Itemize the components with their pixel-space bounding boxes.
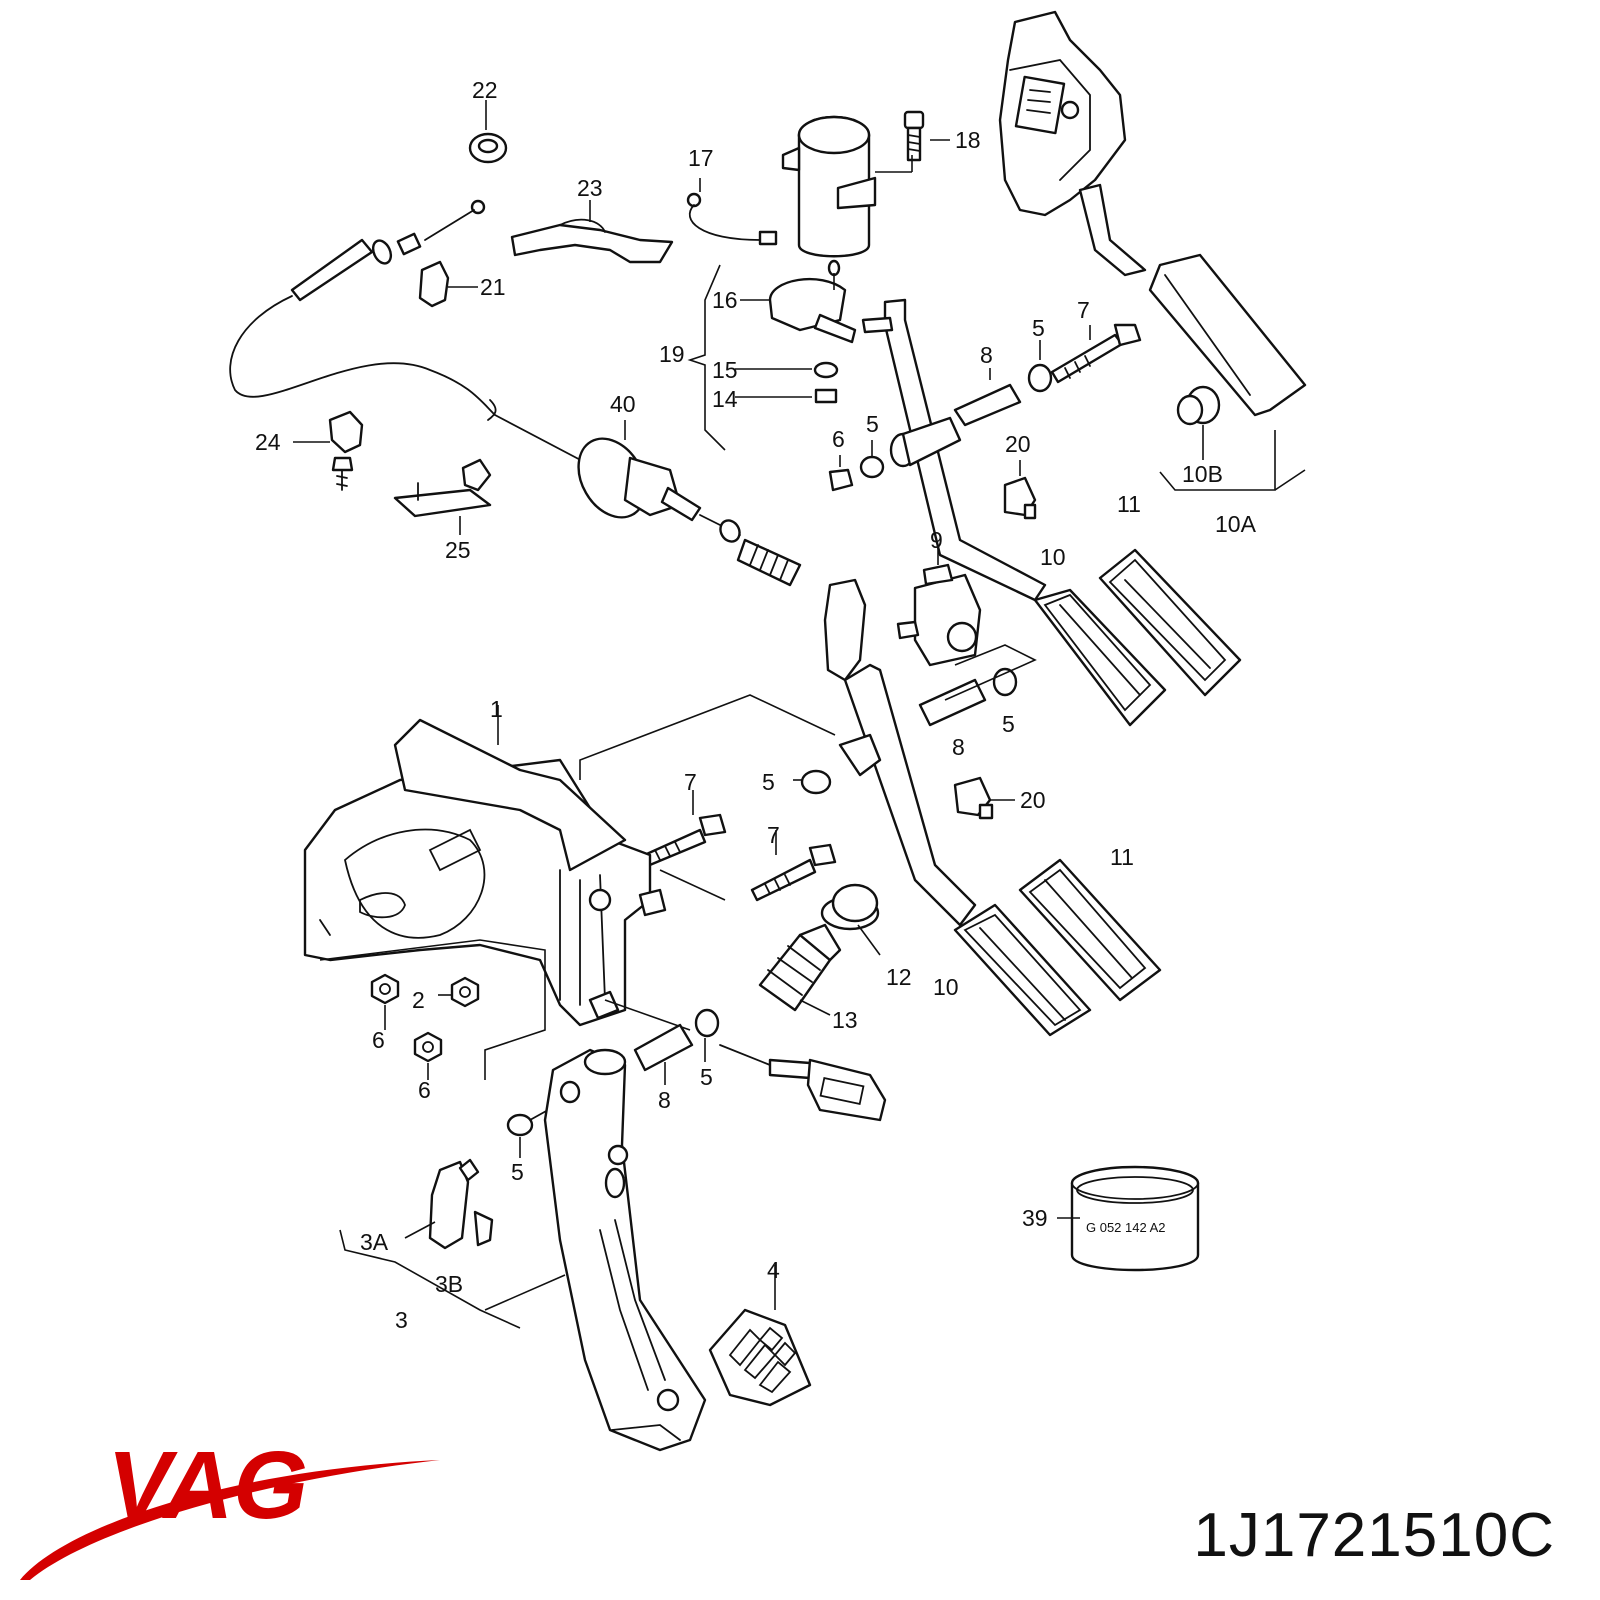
reinforcement-ring-39: G 052 142 A2: [1057, 1165, 1200, 1272]
bolt-7-lower-b: [750, 830, 837, 902]
callout-8b: 8: [952, 734, 965, 760]
callout-39: 39: [1022, 1205, 1048, 1231]
brake-pedal-arm: [543, 1048, 707, 1452]
callout-10A: 10A: [1215, 511, 1257, 537]
callout-10b: 10: [933, 974, 959, 1000]
callout-5f: 5: [511, 1159, 524, 1185]
callout-11b: 11: [1110, 844, 1134, 870]
callout-16: 16: [712, 287, 738, 313]
callout-20b: 20: [1020, 787, 1046, 813]
callout-22: 22: [472, 77, 498, 103]
clip-set-3: [339, 1158, 566, 1329]
rubber-cup-12: [820, 883, 881, 956]
callout-8c: 8: [658, 1087, 671, 1113]
callout-8a: 8: [980, 342, 993, 368]
clip-23: [510, 200, 674, 264]
pedal-bracket-1: [303, 705, 667, 1027]
callout-7a: 7: [1077, 297, 1090, 323]
cable-end-clip: [823, 578, 867, 682]
assembly-lines-lower: [659, 869, 726, 901]
part-number: 1J1721510C: [1193, 1501, 1555, 1570]
callout-5b: 5: [866, 411, 879, 437]
callout-20a: 20: [1005, 431, 1031, 457]
callout-2: 2: [412, 987, 425, 1013]
accelerator-pedal-module: [998, 10, 1307, 417]
bracket-25: [393, 458, 492, 535]
bushing-set-lower: [793, 667, 1018, 795]
callout-4: 4: [767, 1257, 780, 1283]
callout-18: 18: [955, 127, 981, 153]
ring-marking: G 052 142 A2: [1086, 1220, 1166, 1235]
callout-6b: 6: [372, 1027, 385, 1053]
callout-3B: 3B: [435, 1271, 463, 1297]
accelerator-pedal-arm-lower: [838, 663, 1162, 1037]
clutch-sensor: [719, 1044, 887, 1122]
callout-21: 21: [480, 274, 506, 300]
callout-19: 19: [659, 341, 685, 367]
callout-7c: 7: [767, 822, 780, 848]
callout-6c: 6: [418, 1077, 431, 1103]
callout-5e: 5: [700, 1064, 713, 1090]
nut-6-lower-a: [370, 973, 400, 1030]
brake-switch-9: [896, 546, 982, 667]
callout-5a: 5: [1032, 315, 1045, 341]
bolt-18: [903, 110, 950, 162]
callout-5c: 5: [1002, 711, 1015, 737]
nut-6-lower-b: [438, 976, 480, 1008]
bump-stop-20-upper: [1003, 460, 1037, 520]
callout-9: 9: [930, 527, 943, 553]
grommet-22: [468, 100, 508, 164]
pedal-actuator-19: [740, 115, 913, 344]
callout-25: 25: [445, 537, 471, 563]
logo-wordmark: VAG: [99, 1431, 319, 1539]
bracket-19: [687, 264, 726, 451]
clip-24: [293, 410, 364, 491]
cable-grommet-40: [577, 420, 802, 587]
washer-15: [735, 361, 839, 379]
nut-6-lower-c: [413, 1031, 443, 1080]
wire-clip-17: [686, 178, 778, 246]
callout-11a: 11: [1117, 491, 1141, 517]
callout-12: 12: [886, 964, 912, 990]
callout-10B: 10B: [1182, 461, 1223, 487]
assembly-lines-bolt: [604, 999, 691, 1031]
callout-17: 17: [688, 145, 714, 171]
brake-pedal-pad-4: [708, 1265, 812, 1407]
nut-14: [735, 388, 838, 404]
callout-labels: 22 23 21 17 18 16 19 15 14 40 24 25 7 5 …: [255, 77, 1257, 1333]
callout-10a: 10: [1040, 544, 1066, 570]
accelerator-pedal-arm-upper: [861, 298, 1242, 727]
callout-14: 14: [712, 386, 738, 412]
bolt-7-lower-a: [638, 790, 727, 869]
callout-1: 1: [490, 696, 503, 722]
assembly-lines-upper: [579, 694, 836, 780]
callout-6a: 6: [832, 426, 845, 452]
pedal-stop-10b: [1176, 385, 1221, 460]
rubber-boot-13: [758, 923, 842, 1016]
callout-13: 13: [832, 1007, 858, 1033]
callout-23: 23: [577, 175, 603, 201]
callout-5d: 5: [762, 769, 775, 795]
bump-stop-20-lower: [953, 776, 1015, 820]
vag-logo: VAG: [20, 1431, 440, 1580]
clip-21: [418, 260, 478, 308]
assembly-lines-mount: [944, 644, 1037, 701]
bushing-set-upper: [828, 323, 1142, 492]
callout-3: 3: [395, 1307, 408, 1333]
callout-40: 40: [610, 391, 636, 417]
accelerator-cable: [229, 199, 591, 466]
assembly-lines-bracket: [319, 939, 546, 1080]
callout-24: 24: [255, 429, 281, 455]
callout-7b: 7: [684, 769, 697, 795]
bracket-10a: [1159, 430, 1306, 491]
callout-3A: 3A: [360, 1229, 389, 1255]
callout-15: 15: [712, 357, 738, 383]
